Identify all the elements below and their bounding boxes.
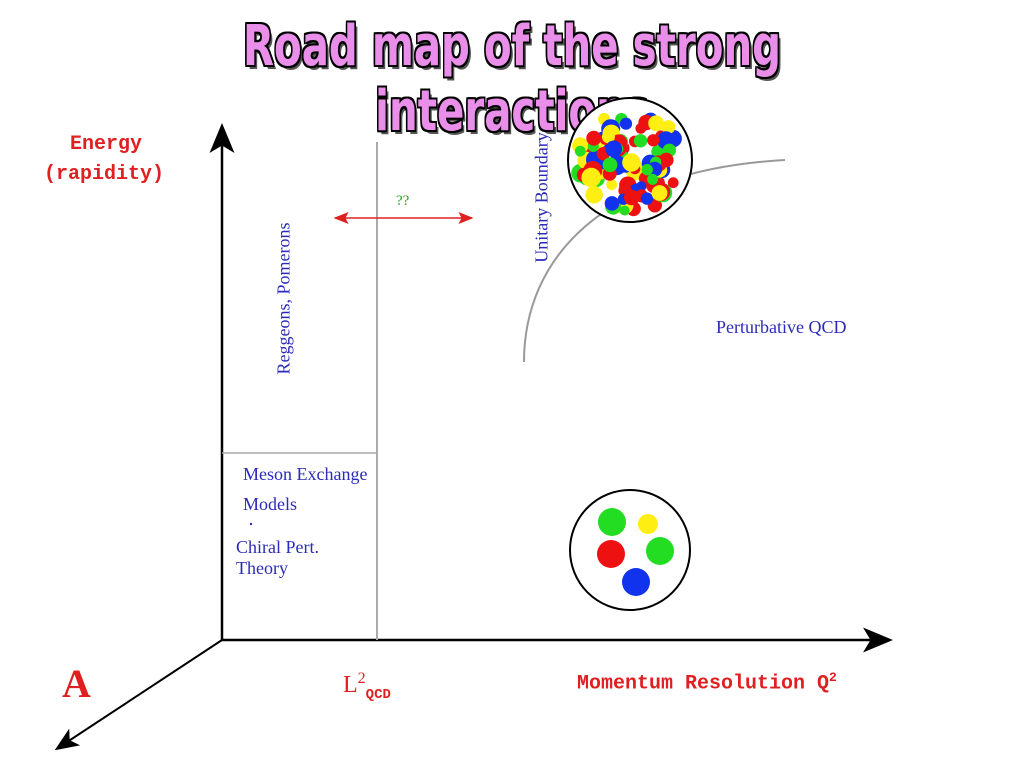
parton-dot (598, 508, 626, 536)
reggeons-label: Reggeons, Pomerons (273, 222, 294, 375)
parton-dot (633, 134, 648, 148)
parton-dot (622, 153, 641, 172)
parton-dot (619, 117, 633, 130)
small-dot (249, 522, 253, 526)
x-axis-label: Momentum Resolution Q2 (577, 670, 837, 696)
parton-dot (574, 145, 586, 157)
parton-dot (647, 173, 659, 185)
lambda-qcd-label: L2QCD (343, 670, 391, 703)
parton-dot (638, 514, 658, 534)
lambda-symbol: L (343, 672, 358, 698)
chiral-pert-label: Chiral Pert. (236, 537, 319, 557)
x-axis-label-exponent: 2 (829, 670, 837, 685)
y-axis-label: Energy (70, 133, 143, 156)
parton-dot (646, 537, 674, 565)
parton-dot (604, 196, 620, 211)
parton-dot (602, 157, 618, 173)
parton-dot (661, 120, 676, 134)
question-marks: ?? (396, 193, 410, 209)
parton-dot (636, 181, 647, 192)
unitary-boundary-curve (523, 159, 786, 363)
parton-dot (586, 130, 602, 146)
chiral-theory-label: Theory (236, 558, 288, 578)
parton-dot (623, 189, 640, 206)
parton-dot (647, 134, 660, 147)
meson-exchange-label: Meson Exchange (243, 464, 368, 484)
lambda-exponent: 2 (357, 670, 366, 687)
parton-dot (581, 167, 601, 188)
parton-dot (597, 540, 625, 568)
dense-parton-circle (567, 97, 693, 223)
y-axis-label-sub: (rapidity) (44, 163, 165, 186)
z-axis (54, 639, 223, 751)
parton-dot (606, 179, 618, 191)
x-axis-label-text: Momentum Resolution Q (577, 672, 830, 696)
parton-dot (667, 177, 679, 189)
z-axis-label: A (62, 661, 91, 706)
perturbative-qcd-label: Perturbative QCD (716, 317, 847, 337)
parton-dot (585, 185, 603, 204)
parton-dot (651, 185, 668, 201)
parton-dot (619, 205, 630, 216)
lambda-subscript: QCD (365, 686, 391, 703)
unitary-boundary-label: Unitary Boundary (531, 132, 552, 263)
parton-dot (601, 130, 615, 144)
parton-dot (640, 192, 654, 205)
parton-dot (641, 164, 653, 176)
meson-models-label: Models (243, 494, 297, 514)
dilute-parton-circle (569, 489, 691, 611)
parton-dot (648, 115, 664, 132)
parton-dot (605, 140, 623, 158)
parton-dot (622, 568, 650, 596)
